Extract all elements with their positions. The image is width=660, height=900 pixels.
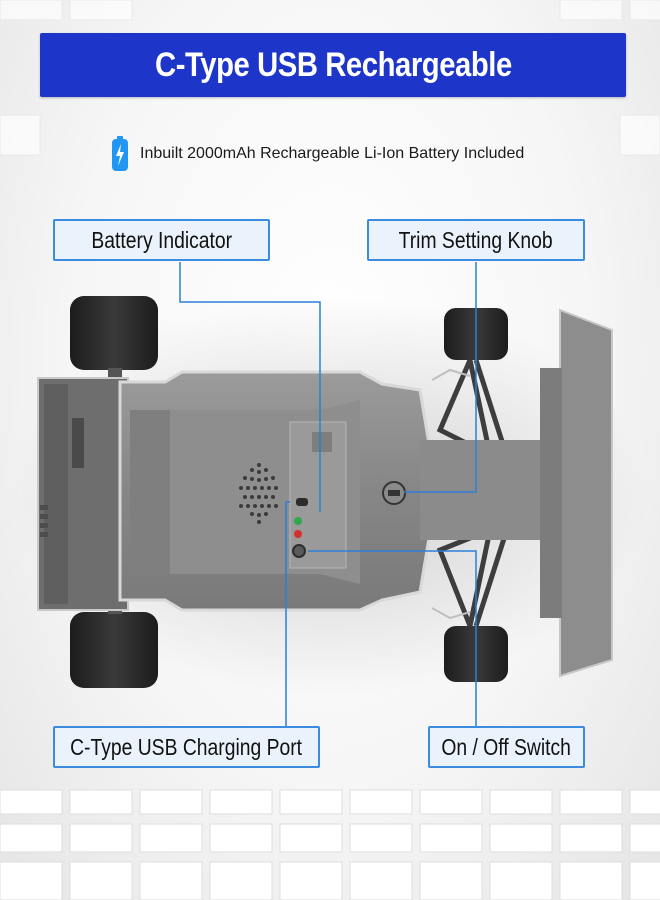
battery-note: Inbuilt 2000mAh Rechargeable Li-Ion Batt… <box>110 132 570 176</box>
trim-knob-leader <box>404 262 477 493</box>
front-wing <box>559 308 613 678</box>
battery-charging-icon <box>112 136 128 171</box>
car-nose <box>420 440 548 540</box>
red-led-icon <box>294 530 302 538</box>
banner-title: C-Type USB Rechargeable <box>154 45 512 84</box>
callout-usb-port: C-Type USB Charging Port <box>53 726 320 768</box>
title-banner: C-Type USB Rechargeable <box>40 33 626 97</box>
battery-note-text: Inbuilt 2000mAh Rechargeable Li-Ion Batt… <box>140 145 525 162</box>
callout-battery-indicator-label: Battery Indicator <box>91 226 232 253</box>
rear-right-tire <box>70 612 158 688</box>
usb-port-leader <box>285 501 290 726</box>
power-button-icon <box>292 544 306 558</box>
rear-left-tire <box>70 296 158 370</box>
callout-usb-port-label: C-Type USB Charging Port <box>70 733 303 760</box>
battery-indicator-leader <box>179 262 321 512</box>
speaker-grill <box>239 463 278 524</box>
callout-battery-indicator: Battery Indicator <box>53 219 270 261</box>
callout-trim-knob-label: Trim Setting Knob <box>399 226 553 253</box>
power-switch-leader <box>308 550 477 726</box>
callout-power-switch: On / Off Switch <box>428 726 585 768</box>
callout-power-switch-label: On / Off Switch <box>441 733 572 760</box>
green-led-icon <box>294 517 302 525</box>
callout-trim-knob: Trim Setting Knob <box>367 219 585 261</box>
usb-port-icon <box>296 498 308 506</box>
